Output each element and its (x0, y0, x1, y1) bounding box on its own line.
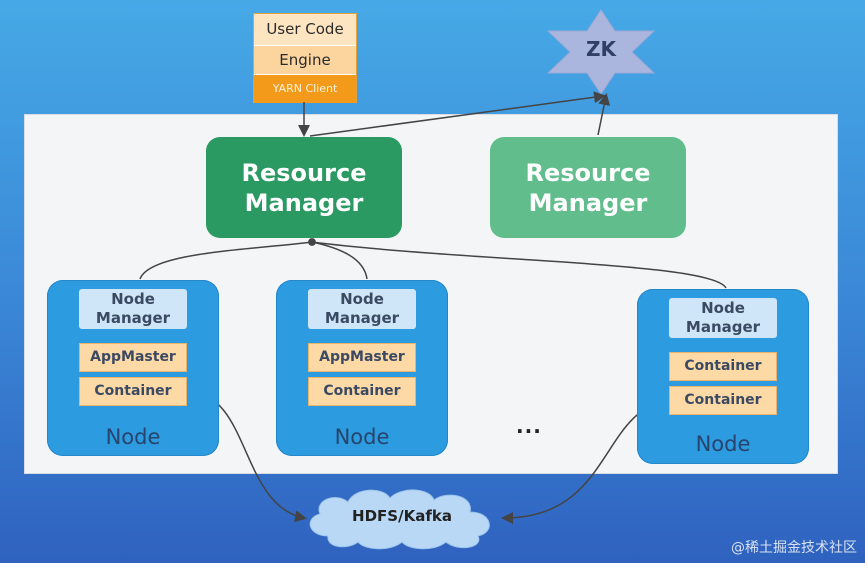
node-label-2: Node (334, 425, 390, 449)
container-2: Container (308, 377, 416, 406)
node2-to-rm-link (311, 241, 368, 280)
client-stack: User Code Engine YARN Client (253, 13, 357, 103)
storage-cloud: HDFS/Kafka (298, 484, 506, 552)
more-nodes-ellipsis: ... (516, 414, 542, 438)
standby-rm-to-zk-arrow (597, 93, 611, 136)
node-2: Node Manager AppMaster Container Node (276, 280, 448, 456)
engine-block: Engine (254, 45, 356, 74)
node-manager-2: Node Manager (308, 289, 416, 329)
user-code-block: User Code (254, 14, 356, 45)
node-manager-3: Node Manager (669, 298, 777, 338)
node-label-1: Node (105, 425, 161, 449)
resource-manager-standby: Resource Manager (490, 137, 686, 238)
rm-to-zk-arrow (309, 91, 606, 137)
container-1: Container (79, 377, 187, 406)
yarn-client-block: YARN Client (254, 74, 356, 103)
resource-manager-active: Resource Manager (206, 137, 402, 238)
zk-label: ZK (586, 37, 616, 61)
node-label-3: Node (695, 432, 751, 456)
cloud-icon (309, 489, 490, 550)
zookeeper-node: ZK (544, 9, 658, 95)
node-manager-1: Node Manager (79, 289, 187, 329)
watermark-text: @稀土掘金技术社区 (731, 540, 857, 556)
resource-manager-active-label: Resource Manager (241, 158, 367, 217)
container-3a: Container (669, 352, 777, 381)
node3-to-rm-link (311, 241, 727, 289)
appmaster-1: AppMaster (79, 343, 187, 372)
node-3: Node Manager Container Container Node (637, 289, 809, 464)
container-3b: Container (669, 386, 777, 415)
resource-manager-standby-label: Resource Manager (525, 158, 651, 217)
appmaster-2: AppMaster (308, 343, 416, 372)
storage-label: HDFS/Kafka (352, 507, 452, 525)
node-1: Node Manager AppMaster Container Node (47, 280, 219, 456)
node1-to-rm-link (139, 238, 316, 280)
